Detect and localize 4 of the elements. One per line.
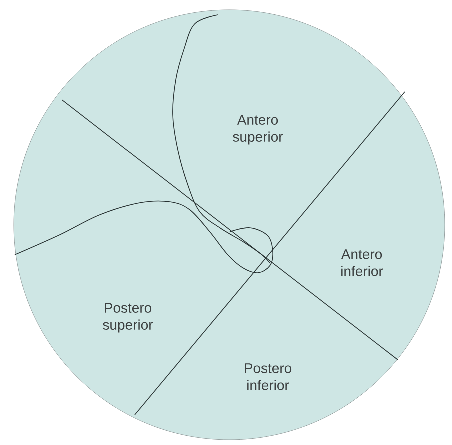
quadrant-label: Antero superior (233, 115, 284, 145)
quadrant-label: Postero superior (103, 303, 154, 333)
quadrant-label: Postero inferior (245, 364, 292, 390)
quadrant-label: Antero inferior (341, 250, 384, 276)
